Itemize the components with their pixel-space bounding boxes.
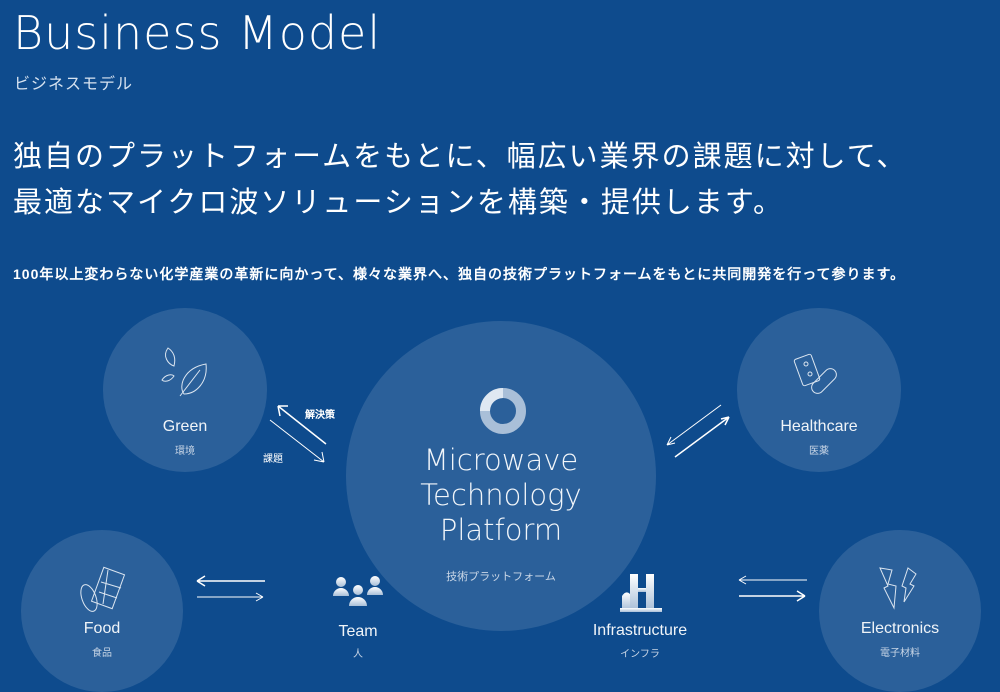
industry-jp-healthcare: 医薬 <box>809 446 829 457</box>
industry-jp-electronics: 電子材料 <box>880 648 920 659</box>
arrows-healthcare-icon <box>666 404 730 458</box>
lead-line-2: 最適なマイクロ波ソリューションを構築・提供します。 <box>13 187 784 219</box>
description: 100年以上変わらない化学産業の革新に向かって、様々な業界へ、独自の技術プラット… <box>13 266 906 282</box>
industry-name-healthcare: Healthcare <box>780 418 858 435</box>
arrows-food-icon <box>196 575 265 602</box>
platform-title-line: Technology <box>420 478 582 512</box>
platform-ring-icon <box>480 388 526 434</box>
industry-jp-green: 環境 <box>175 446 195 457</box>
team-icon <box>333 576 383 606</box>
lead-line-1: 独自のプラットフォームをもとに、幅広い業界の課題に対して、 <box>13 141 908 173</box>
chocolate-icon <box>80 566 126 612</box>
resource-jp-team: 人 <box>353 649 363 660</box>
industry-jp-food: 食品 <box>92 648 112 659</box>
electronics-circle <box>819 530 981 692</box>
platform-title-line: Platform <box>439 513 563 547</box>
resource-name-team: Team <box>338 623 378 640</box>
platform-jp: 技術プラットフォーム <box>446 571 556 583</box>
solution-label: 解決策 <box>305 410 335 421</box>
factory-icon <box>620 574 662 612</box>
resource-jp-infrastructure: インフラ <box>620 649 660 660</box>
page-title: Business Model <box>13 6 382 60</box>
leaf-icon <box>161 347 207 397</box>
arrows-electronics-icon <box>738 575 807 602</box>
issue-label: 課題 <box>263 454 283 465</box>
platform-title-line: Microwave <box>423 443 579 477</box>
healthcare-circle <box>737 308 901 472</box>
industry-name-electronics: Electronics <box>860 620 940 637</box>
industry-name-food: Food <box>83 620 121 637</box>
page-subtitle: ビジネスモデル <box>14 76 134 93</box>
platform-circle <box>346 321 656 631</box>
food-circle <box>21 530 183 692</box>
lightning-icon <box>879 567 917 610</box>
pill-icon <box>793 353 837 394</box>
resource-name-infrastructure: Infrastructure <box>592 622 688 639</box>
lead-text: 独自のプラットフォームをもとに、幅広い業界の課題に対して、最適なマイクロ波ソリュ… <box>13 134 907 226</box>
industry-name-green: Green <box>162 418 208 435</box>
arrow-solution-icon <box>269 405 327 463</box>
